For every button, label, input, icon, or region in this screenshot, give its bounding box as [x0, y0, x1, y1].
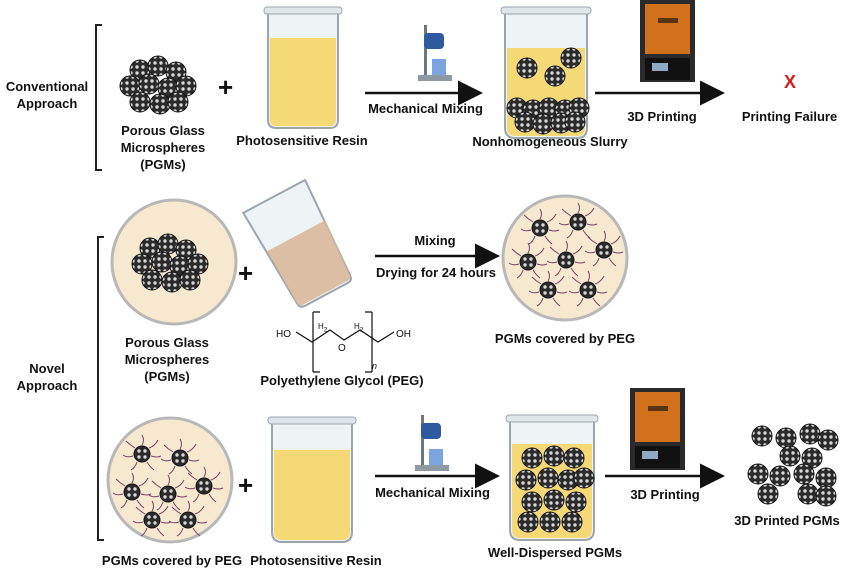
- resin-label-novel: Photosensitive Resin: [250, 553, 382, 568]
- pgms-covered-label: PGMs covered by PEG: [494, 331, 636, 346]
- petri-dish-covered-2: [106, 416, 234, 544]
- novel-label-line2: Approach: [16, 378, 78, 393]
- 3d-printing-label-1: 3D Printing: [627, 109, 697, 124]
- mech-mixing-label-2: Mechanical Mixing: [375, 485, 490, 500]
- printer-icon-2: [630, 388, 685, 470]
- pgm-label-line1: Porous Glass: [121, 123, 205, 138]
- petri-dish-covered: [501, 194, 629, 322]
- mech-mixing-label-1: Mechanical Mixing: [368, 101, 483, 116]
- novel-label: Novel Approach: [2, 360, 92, 394]
- pgm-novel-line3: (PGMs): [144, 369, 190, 384]
- pgm-label-line3: (PGMs): [140, 157, 186, 172]
- printed-pgms-label: 3D Printed PGMs: [734, 513, 840, 528]
- novel-label-line1: Novel: [29, 361, 65, 376]
- peg-oh: OH: [396, 329, 411, 340]
- pouring-beaker: [241, 178, 352, 308]
- pgm-novel-line2: Microspheres: [124, 352, 210, 367]
- pgm-label-novel: Porous Glass Microspheres (PGMs): [112, 334, 222, 385]
- plus-sign-3: +: [238, 470, 254, 500]
- pgms-covered-label-2: PGMs covered by PEG: [101, 553, 243, 568]
- peg-formula: [295, 311, 395, 373]
- dispersed-label: Well-Dispersed PGMs: [487, 545, 623, 560]
- mixer-icon-1: [418, 25, 452, 81]
- dispersed-beaker: [505, 414, 599, 541]
- peg-label: Polyethylene Glycol (PEG): [260, 373, 424, 388]
- 3d-printing-label-2: 3D Printing: [630, 487, 700, 502]
- printing-failure-label: Printing Failure: [741, 109, 838, 124]
- peg-o: O: [338, 343, 346, 354]
- peg-n: n: [372, 361, 378, 371]
- pgm-label-conventional: Porous Glass Microspheres (PGMs): [108, 122, 218, 173]
- petri-dish-pgms: [110, 198, 238, 326]
- drying-label: Drying for 24 hours: [376, 265, 496, 280]
- conventional-label: Conventional Approach: [2, 78, 92, 112]
- pgm-cluster-conventional: [119, 55, 197, 115]
- conventional-label-line1: Conventional: [5, 79, 89, 94]
- conventional-label-line2: Approach: [16, 96, 78, 111]
- slurry-beaker: [500, 6, 592, 139]
- resin-beaker-conventional: [263, 6, 343, 129]
- pgm-novel-line1: Porous Glass: [125, 335, 209, 350]
- printed-pgms: [747, 423, 839, 507]
- peg-h2-top-right: H2: [354, 322, 364, 334]
- peg-ho: HO: [276, 329, 291, 340]
- conventional-bracket: [95, 24, 102, 171]
- resin-label-conventional: Photosensitive Resin: [236, 133, 368, 148]
- resin-beaker-novel: [267, 416, 357, 543]
- failure-x-icon: X: [783, 72, 796, 92]
- mixing-label: Mixing: [414, 233, 456, 248]
- peg-h2-top-left: H2: [318, 322, 328, 334]
- slurry-label: Nonhomogeneous Slurry: [472, 134, 628, 149]
- novel-bracket: [97, 236, 104, 541]
- pgm-label-line2: Microspheres: [120, 140, 206, 155]
- plus-sign-1: +: [218, 72, 234, 102]
- printer-icon-1: [640, 0, 695, 82]
- mixer-icon-2: [415, 415, 449, 471]
- plus-sign-2: +: [238, 258, 254, 288]
